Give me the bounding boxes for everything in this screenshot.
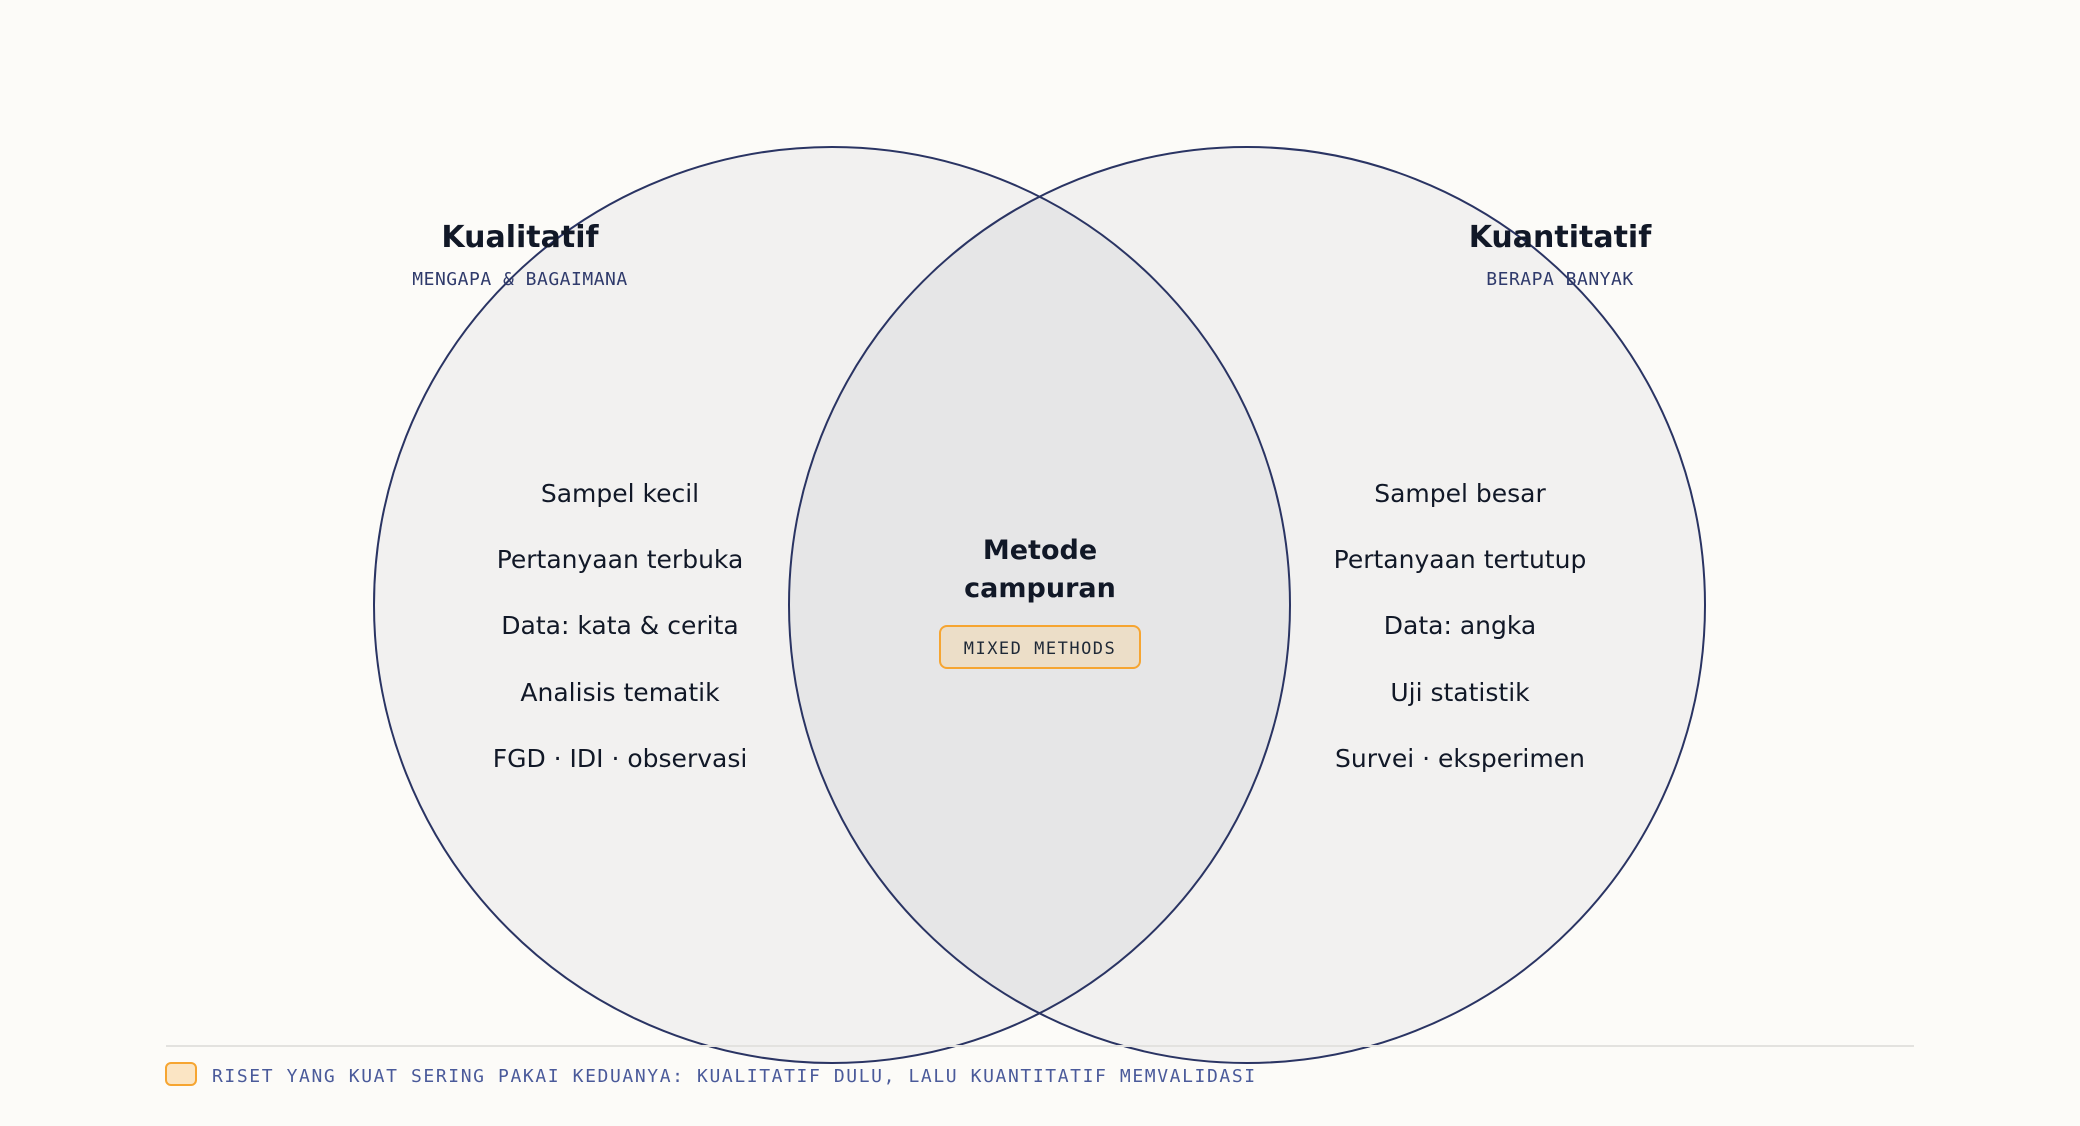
overlap-region	[789, 147, 1290, 1063]
left-item: Sampel kecil	[541, 479, 699, 508]
left-item: Analisis tematik	[520, 678, 720, 707]
right-item: Data: angka	[1384, 611, 1536, 640]
right-item: Pertanyaan tertutup	[1334, 545, 1587, 574]
left-item: Data: kata & cerita	[501, 611, 738, 640]
mixed-methods-badge	[939, 625, 1141, 669]
overlap-title-line1: Metode	[983, 535, 1097, 566]
left-title: Kualitatif	[441, 220, 599, 255]
footer-legend-swatch	[165, 1062, 197, 1086]
right-title: Kuantitatif	[1469, 220, 1653, 255]
right-item: Sampel besar	[1374, 479, 1546, 508]
footer-note: RISET YANG KUAT SERING PAKAI KEDUANYA: K…	[212, 1066, 1257, 1087]
left-item: Pertanyaan terbuka	[497, 545, 744, 574]
overlap-title-line2: campuran	[964, 573, 1116, 604]
right-circle-outline	[788, 146, 1706, 1064]
right-item: Survei · eksperimen	[1335, 744, 1585, 773]
right-item: Uji statistik	[1390, 678, 1530, 707]
left-item: FGD · IDI · observasi	[493, 744, 748, 773]
right-subtitle: BERAPA BANYAK	[1486, 269, 1633, 290]
left-subtitle: MENGAPA & BAGAIMANA	[412, 269, 627, 290]
mixed-methods-badge-label: MIXED METHODS	[964, 639, 1117, 659]
left-circle-outline	[373, 146, 1291, 1064]
